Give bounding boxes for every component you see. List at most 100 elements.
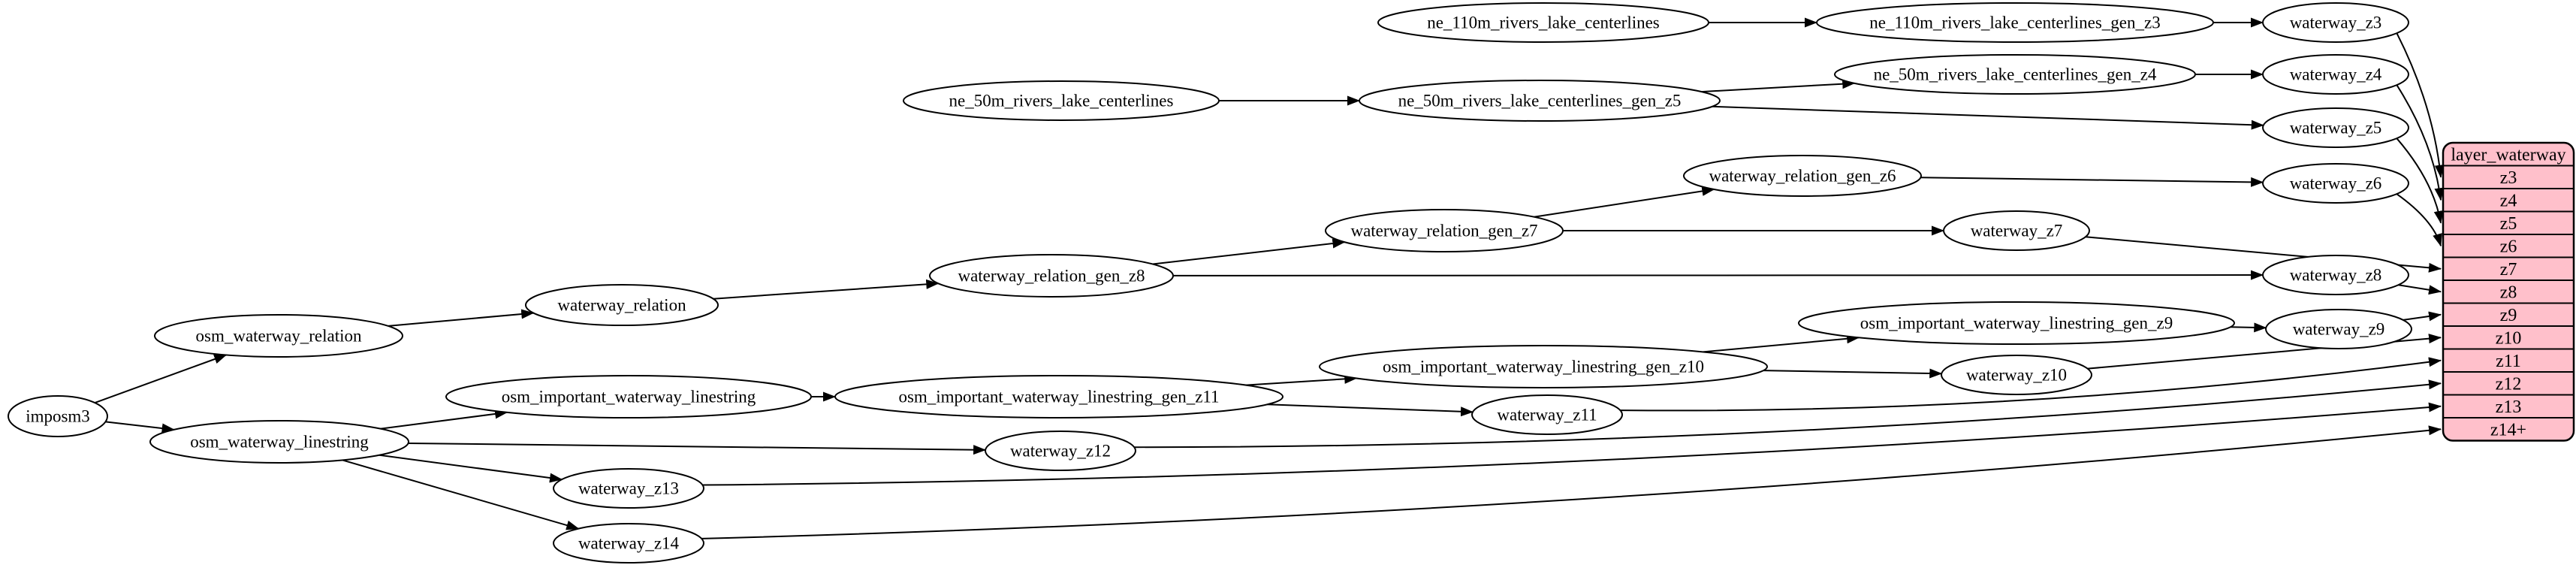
table-layer: layer_waterwayz3z4z5z6z7z8z9z10z11z12z13… <box>2442 141 2575 442</box>
node-ellipse-ne_110m_rivers_lake_centerlines_gen_z3 <box>1816 2 2214 43</box>
node-label-osm_important_waterway_linestring_gen_z9: osm_important_waterway_linestring_gen_z9 <box>1860 314 2173 333</box>
node-ellipse-ne_50m_rivers_lake_centerlines <box>903 80 1220 121</box>
node-ellipse-osm_important_waterway_linestring_gen_z9 <box>1798 301 2235 345</box>
node-ellipse-waterway_relation <box>525 284 719 326</box>
table-row-z8: z8 <box>2500 282 2517 302</box>
node-waterway_z12: waterway_z12 <box>985 431 1136 471</box>
node-label-ne_50m_rivers_lake_centerlines_gen_z4: ne_50m_rivers_lake_centerlines_gen_z4 <box>1874 65 2157 84</box>
edge-waterway_relation-to-waterway_relation_gen_z8 <box>713 279 940 300</box>
node-ne_50m_rivers_lake_centerlines: ne_50m_rivers_lake_centerlines <box>903 80 1220 121</box>
table-row-z7: z7 <box>2500 260 2517 279</box>
node-ellipse-waterway_relation_gen_z6 <box>1683 155 1922 197</box>
node-label-osm_important_waterway_linestring: osm_important_waterway_linestring <box>502 388 756 406</box>
node-ne_50m_rivers_lake_centerlines_gen_z4: ne_50m_rivers_lake_centerlines_gen_z4 <box>1834 54 2196 95</box>
node-ellipse-osm_important_waterway_linestring_gen_z11 <box>834 375 1283 418</box>
node-waterway_z5: waterway_z5 <box>2262 107 2409 148</box>
node-ne_110m_rivers_lake_centerlines_gen_z3: ne_110m_rivers_lake_centerlines_gen_z3 <box>1816 2 2214 43</box>
node-waterway_z10: waterway_z10 <box>1941 355 2092 395</box>
edge-osm_waterway_linestring-to-waterway_z14 <box>342 459 580 530</box>
edge-osm_waterway_relation-to-waterway_relation <box>388 309 535 327</box>
node-ne_50m_rivers_lake_centerlines_gen_z5: ne_50m_rivers_lake_centerlines_gen_z5 <box>1359 80 1721 122</box>
node-ellipse-osm_important_waterway_linestring_gen_z10 <box>1319 345 1768 388</box>
node-label-imposm3: imposm3 <box>26 407 90 426</box>
node-waterway_z8: waterway_z8 <box>2262 255 2409 295</box>
edge-waterway_relation_gen_z7-to-waterway_relation_gen_z6 <box>1534 186 1715 218</box>
edge-imposm3-to-osm_waterway_relation <box>94 354 228 403</box>
edge-waterway_relation_gen_z8-to-waterway_z8 <box>1172 270 2264 280</box>
node-ellipse-waterway_z4 <box>2262 54 2409 95</box>
node-waterway_z13: waterway_z13 <box>553 468 704 509</box>
node-label-waterway_z7: waterway_z7 <box>1971 222 2063 240</box>
node-label-waterway_z10: waterway_z10 <box>1966 366 2067 385</box>
node-ellipse-waterway_z5 <box>2262 107 2409 148</box>
node-osm_important_waterway_linestring_gen_z11: osm_important_waterway_linestring_gen_z1… <box>834 375 1283 418</box>
edge-waterway_z5-to-layer_waterway-z5 <box>2396 137 2444 224</box>
node-ellipse-waterway_z7 <box>1943 210 2090 251</box>
node-ellipse-ne_50m_rivers_lake_centerlines_gen_z5 <box>1359 80 1721 122</box>
edge-waterway_relation_gen_z8-to-waterway_relation_gen_z7 <box>1152 238 1346 265</box>
edge-osm_important_waterway_linestring_gen_z9-to-waterway_z9 <box>2230 322 2267 333</box>
node-label-ne_50m_rivers_lake_centerlines_gen_z5: ne_50m_rivers_lake_centerlines_gen_z5 <box>1398 92 1682 110</box>
node-ellipse-osm_important_waterway_linestring <box>445 375 812 418</box>
edge-osm_important_waterway_linestring_gen_z11-to-osm_important_waterway_linestring_gen_z10 <box>1245 373 1358 386</box>
table-row-z11: z11 <box>2496 352 2521 371</box>
node-ellipse-waterway_z9 <box>2265 309 2412 349</box>
node-label-waterway_z11: waterway_z11 <box>1497 406 1597 425</box>
edge-imposm3-to-osm_waterway_linestring <box>105 421 175 434</box>
node-osm_important_waterway_linestring_gen_z10: osm_important_waterway_linestring_gen_z1… <box>1319 345 1768 388</box>
node-ellipse-osm_waterway_relation <box>154 314 403 358</box>
node-ellipse-waterway_z12 <box>985 431 1136 471</box>
table-layer_waterway: layer_waterwayz3z4z5z6z7z8z9z10z11z12z13… <box>2442 141 2575 442</box>
node-ellipse-waterway_z11 <box>1471 394 1623 435</box>
edge-waterway_z3-to-layer_waterway-z3 <box>2396 32 2445 178</box>
node-osm_waterway_linestring: osm_waterway_linestring <box>149 420 409 464</box>
node-osm_important_waterway_linestring_gen_z9: osm_important_waterway_linestring_gen_z9 <box>1798 301 2235 345</box>
node-label-waterway_z12: waterway_z12 <box>1010 442 1111 461</box>
node-label-waterway_z9: waterway_z9 <box>2293 320 2385 339</box>
node-label-waterway_relation: waterway_relation <box>557 296 686 315</box>
node-label-ne_110m_rivers_lake_centerlines: ne_110m_rivers_lake_centerlines <box>1427 14 1660 32</box>
node-waterway_relation_gen_z7: waterway_relation_gen_z7 <box>1325 209 1564 252</box>
table-row-z5: z5 <box>2500 214 2517 234</box>
table-row-z10: z10 <box>2496 328 2522 348</box>
node-label-osm_important_waterway_linestring_gen_z11: osm_important_waterway_linestring_gen_z1… <box>898 388 1219 406</box>
edge-waterway_z13-to-layer_waterway-z13 <box>702 402 2442 486</box>
table-row-z3: z3 <box>2500 168 2517 188</box>
node-waterway_z14: waterway_z14 <box>553 523 704 563</box>
node-ellipse-imposm3 <box>8 395 108 437</box>
table-row-z6: z6 <box>2500 237 2517 256</box>
edge-waterway_z8-to-layer_waterway-z8 <box>2398 284 2442 295</box>
edge-ne_50m_rivers_lake_centerlines_gen_z5-to-waterway_z5 <box>1712 105 2264 130</box>
edge-waterway_z12-to-layer_waterway-z12 <box>1134 379 2442 449</box>
node-ellipse-waterway_z14 <box>553 523 704 563</box>
node-label-osm_waterway_relation: osm_waterway_relation <box>196 327 362 346</box>
node-label-waterway_z5: waterway_z5 <box>2290 119 2382 137</box>
node-waterway_relation_gen_z8: waterway_relation_gen_z8 <box>929 254 1174 298</box>
node-ellipse-waterway_z8 <box>2262 255 2409 295</box>
table-row-z13: z13 <box>2496 397 2522 417</box>
node-label-ne_110m_rivers_lake_centerlines_gen_z3: ne_110m_rivers_lake_centerlines_gen_z3 <box>1869 14 2160 32</box>
node-label-ne_50m_rivers_lake_centerlines: ne_50m_rivers_lake_centerlines <box>949 92 1174 110</box>
node-label-osm_waterway_linestring: osm_waterway_linestring <box>190 433 369 452</box>
node-ellipse-waterway_relation_gen_z7 <box>1325 209 1564 252</box>
edge-osm_important_waterway_linestring_gen_z11-to-waterway_z11 <box>1267 403 1474 417</box>
node-waterway_z4: waterway_z4 <box>2262 54 2409 95</box>
node-label-waterway_relation_gen_z7: waterway_relation_gen_z7 <box>1350 222 1537 240</box>
table-frame <box>2442 141 2575 442</box>
edge-osm_important_waterway_linestring_gen_z10-to-waterway_z10 <box>1763 368 1943 379</box>
node-waterway_z3: waterway_z3 <box>2262 2 2409 43</box>
node-label-waterway_relation_gen_z8: waterway_relation_gen_z8 <box>958 267 1145 286</box>
edge-osm_waterway_linestring-to-osm_important_waterway_linestring <box>380 409 508 430</box>
edge-waterway_z4-to-layer_waterway-z4 <box>2396 84 2445 201</box>
node-imposm3: imposm3 <box>8 395 108 437</box>
edge-waterway_z9-to-layer_waterway-z9 <box>2403 311 2442 322</box>
edge-osm_waterway_linestring-to-waterway_z12 <box>408 442 987 455</box>
node-ellipse-ne_50m_rivers_lake_centerlines_gen_z4 <box>1834 54 2196 95</box>
node-waterway_relation_gen_z6: waterway_relation_gen_z6 <box>1683 155 1922 197</box>
node-layer: imposm3 osm_waterway_relation osm_waterway… <box>8 2 2412 563</box>
edge-layer <box>94 17 2445 539</box>
node-ellipse-waterway_z3 <box>2262 2 2409 43</box>
edge-waterway_z6-to-layer_waterway-z6 <box>2396 193 2442 247</box>
node-label-waterway_z3: waterway_z3 <box>2290 14 2382 32</box>
